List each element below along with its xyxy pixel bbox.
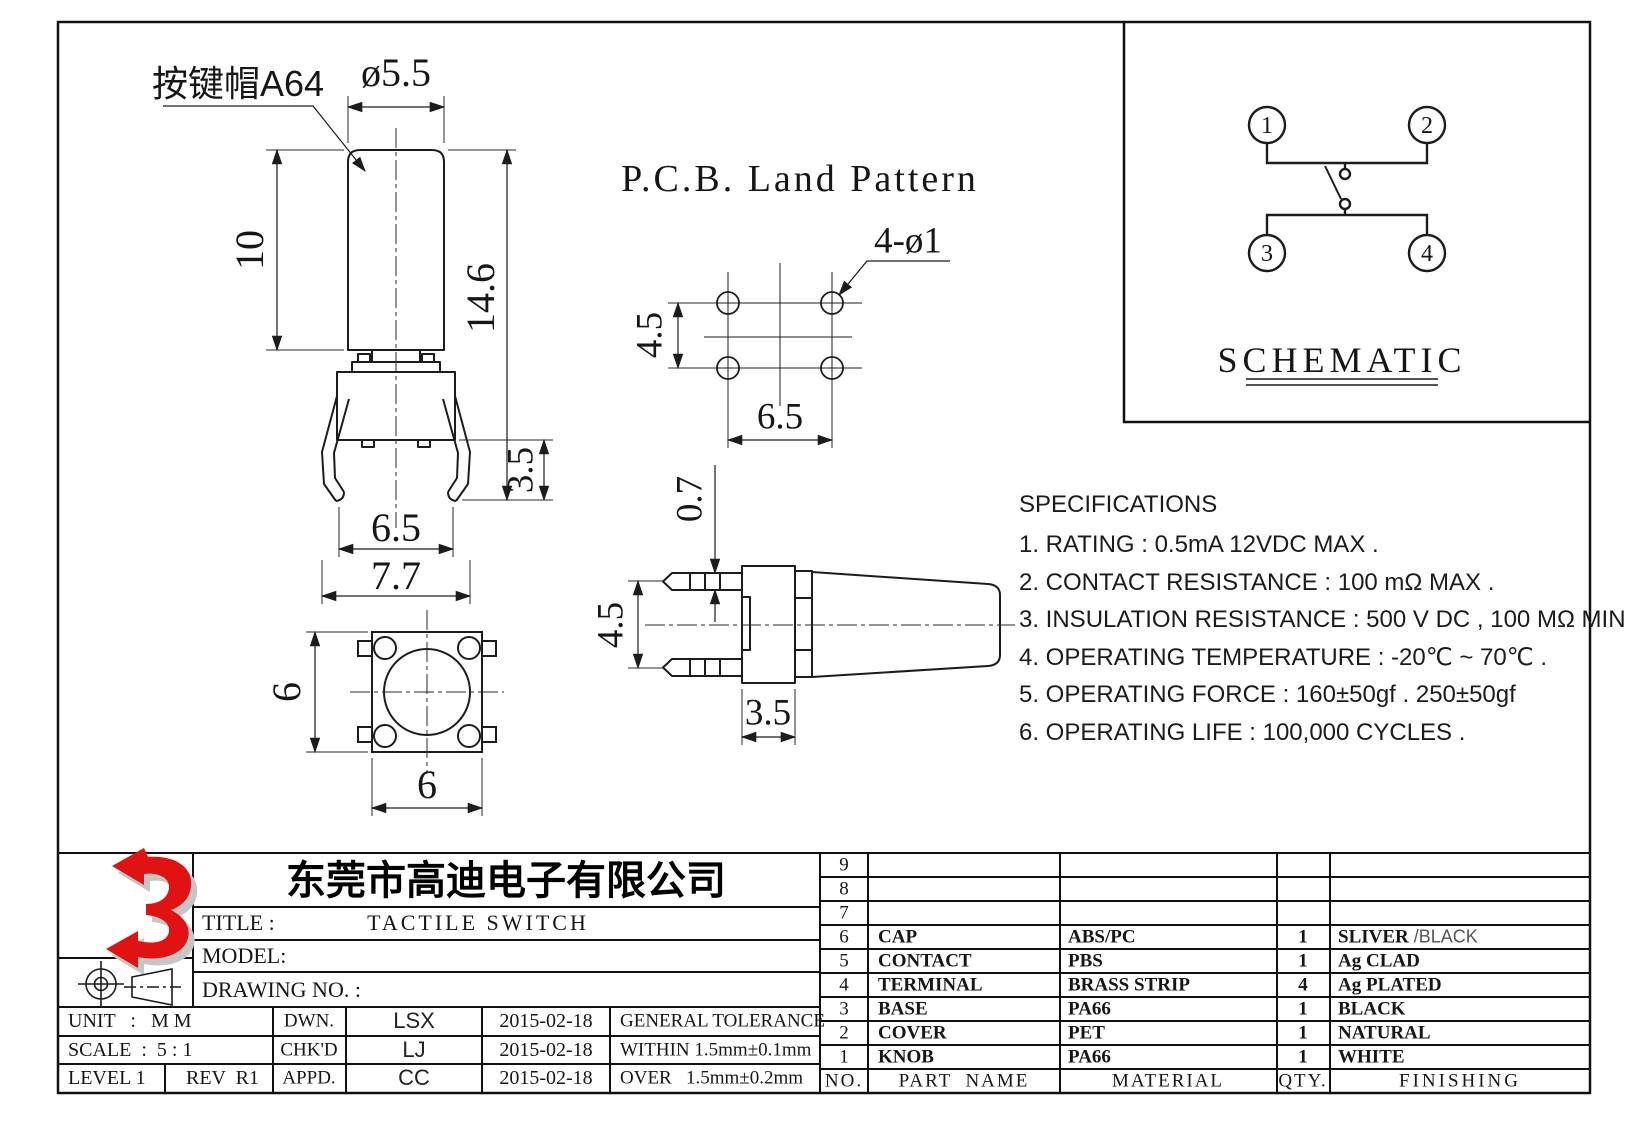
part-row-no: 2 (839, 1022, 849, 1044)
dim-pin-offset: 0.7 (669, 475, 711, 523)
dim-cap-height: 10 (227, 230, 272, 270)
specs-title: SPECIFICATIONS (1019, 491, 1218, 518)
dim-cap-diameter: ø5.5 (361, 50, 431, 95)
part-qty: 1 (1298, 950, 1308, 972)
dim-body-width: 6.5 (371, 505, 421, 550)
finishing-alt: /BLACK (1408, 926, 1478, 947)
dwn-date: 2015-02-18 (499, 1010, 593, 1032)
schematic-pin-2: 2 (1421, 113, 1433, 139)
part-qty: 4 (1298, 974, 1308, 996)
part-row-no: 5 (839, 950, 849, 972)
dim-body-depth: 3.5 (744, 692, 792, 734)
part-qty: 1 (1298, 1046, 1308, 1068)
pcb-dim-vertical: 4.5 (629, 311, 671, 359)
dim-total-height: 14.6 (458, 263, 503, 333)
part-material: ABS/PC (1068, 926, 1136, 948)
schematic-circuit (1246, 105, 1447, 386)
part-row-no: 9 (839, 854, 849, 876)
part-name: CONTACT (878, 950, 972, 972)
part-finishing: BLACK (1338, 998, 1406, 1020)
part-row-no: 1 (839, 1046, 849, 1068)
part-row-no: 4 (839, 974, 849, 996)
level-cell: LEVEL 1 (68, 1067, 146, 1089)
spec-item-2: 2. CONTACT RESISTANCE : 100 mΩ MAX . (1019, 569, 1495, 596)
schematic-pin-4: 4 (1421, 241, 1433, 267)
part-qty: 1 (1298, 926, 1308, 948)
company-name: 东莞市高迪电子有限公司 (286, 859, 726, 903)
cap-callout-label: 按键帽A64 (151, 63, 325, 104)
schematic-pin-1: 1 (1261, 113, 1273, 139)
chkd-date: 2015-02-18 (499, 1039, 593, 1061)
tolerance-over: OVER 1.5mm±0.2mm (620, 1067, 804, 1089)
part-finishing: NATURAL (1338, 1022, 1431, 1044)
company-logo (106, 848, 198, 975)
part-qty: 1 (1298, 1022, 1308, 1044)
header-no: NO. (824, 1070, 864, 1092)
schematic-pin-3: 3 (1261, 241, 1273, 267)
part-row-no: 3 (839, 998, 849, 1020)
part-material: BRASS STRIP (1068, 974, 1190, 996)
pcb-land-pattern (698, 263, 862, 406)
half-arrow-dims (163, 105, 950, 622)
dim-bottom-width: 6 (417, 762, 437, 807)
part-material: PET (1068, 1022, 1105, 1044)
part-name: BASE (878, 998, 928, 1020)
title-label: TITLE : (202, 910, 275, 935)
part-finishing: SLIVER /BLACK (1338, 928, 1478, 947)
part-finishing: WHITE (1338, 1046, 1405, 1068)
part-material: PBS (1068, 950, 1103, 972)
appd-label: APPD. (282, 1067, 336, 1089)
spec-item-4: 4. OPERATING TEMPERATURE : -20℃ ~ 70℃ . (1019, 644, 1548, 671)
appd-name: CC (398, 1065, 430, 1090)
tolerance-title: GENERAL TOLERANCE (620, 1010, 825, 1032)
pcb-hole-callout: 4-ø1 (874, 220, 942, 262)
chkd-label: CHK'D (280, 1039, 338, 1061)
unit-row: UNIT : M M (68, 1010, 192, 1032)
dwn-label: DWN. (283, 1010, 335, 1032)
part-qty: 1 (1298, 998, 1308, 1020)
tolerance-within: WITHIN 1.5mm±0.1mm (620, 1039, 812, 1061)
header-qty: QTY. (1278, 1070, 1328, 1092)
part-finishing: Ag PLATED (1338, 974, 1442, 996)
header-material: MATERIAL (1111, 1070, 1225, 1092)
part-row-no: 8 (839, 878, 849, 900)
part-name: KNOB (878, 1046, 934, 1068)
part-name: CAP (878, 926, 918, 948)
part-row-no: 7 (839, 902, 849, 924)
pcb-dim-horizontal: 6.5 (756, 396, 804, 438)
chkd-name: LJ (402, 1037, 426, 1062)
finishing-main: SLIVER (1338, 926, 1409, 948)
dim-bottom-height: 6 (264, 682, 309, 702)
spec-item-6: 6. OPERATING LIFE : 100,000 CYCLES . (1019, 719, 1466, 746)
title-value: TACTILE SWITCH (367, 910, 589, 935)
centerlines (350, 128, 1015, 774)
drawing-no-label: DRAWING NO. : (202, 977, 361, 1002)
part-material: PA66 (1068, 998, 1111, 1020)
projection-symbol-icon (78, 961, 181, 1007)
pcb-pattern-title: P.C.B. Land Pattern (621, 158, 979, 200)
part-finishing: Ag CLAD (1338, 950, 1420, 972)
spec-item-3: 3. INSULATION RESISTANCE : 500 V DC , 10… (1019, 606, 1626, 633)
scale-row: SCALE : 5 : 1 (68, 1039, 193, 1061)
dim-pin-pitch: 4.5 (590, 601, 632, 649)
part-row-no: 6 (839, 926, 849, 948)
dim-leg-length: 3.5 (500, 446, 542, 494)
dim-leg-span: 7.7 (371, 553, 421, 598)
header-part-name: PART NAME (898, 1070, 1030, 1092)
part-name: TERMINAL (878, 974, 983, 996)
dwn-name: LSX (393, 1008, 435, 1033)
part-name: COVER (878, 1022, 947, 1044)
rev-cell: REV R1 (186, 1067, 259, 1089)
header-finishing: FINISHING (1399, 1070, 1521, 1092)
spec-item-1: 1. RATING : 0.5mA 12VDC MAX . (1019, 531, 1379, 558)
model-label: MODEL: (202, 943, 287, 968)
spec-item-5: 5. OPERATING FORCE : 160±50gf . 250±50gf (1019, 681, 1516, 708)
part-material: PA66 (1068, 1046, 1111, 1068)
dimension-lines (271, 101, 834, 814)
sheet-frame (56, 20, 1592, 1095)
title-block-grid (58, 852, 1590, 1093)
schematic-title: SCHEMATIC (1217, 340, 1467, 380)
appd-date: 2015-02-18 (499, 1067, 593, 1089)
